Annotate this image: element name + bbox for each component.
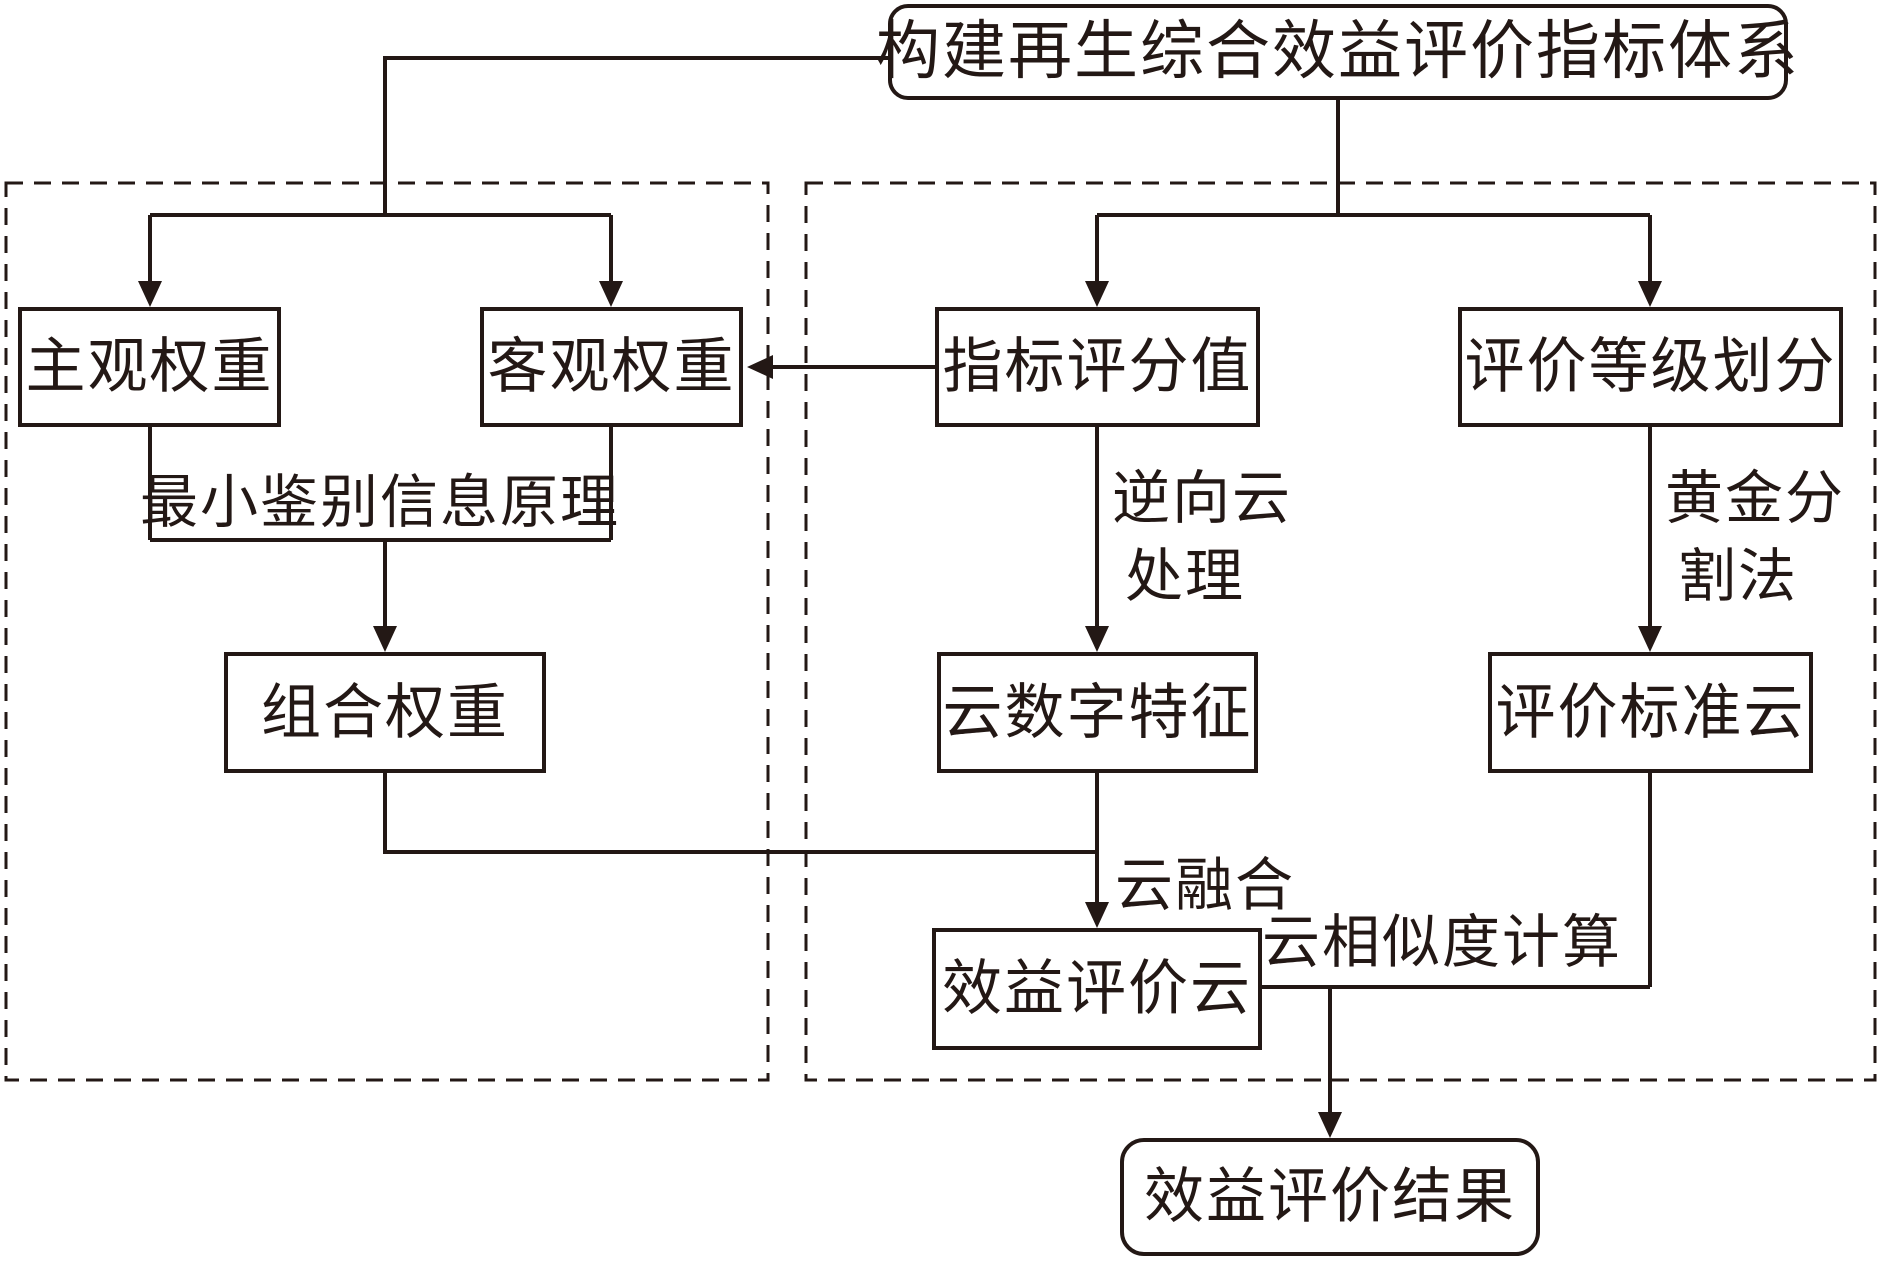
node-indicator-score: 指标评分值 (935, 307, 1260, 427)
arrow-into-score (1085, 281, 1109, 307)
label-backward-cloud-line1: 逆向云 (1112, 466, 1293, 531)
arrow-into-objective-side (747, 355, 773, 379)
arrow-into-result (1318, 1112, 1342, 1138)
node-evaluation-standard-cloud: 评价标准云 (1488, 652, 1813, 773)
arrow-into-benefitcloud (1085, 902, 1109, 928)
label-cloud-similarity: 云相似度计算 (1262, 910, 1623, 975)
node-objective-weight: 客观权重 (480, 307, 743, 427)
label-golden-section-line1: 黄金分 (1665, 466, 1846, 531)
node-combined-weight: 组合权重 (224, 652, 546, 773)
arrow-into-combined (373, 626, 397, 652)
arrowheads (138, 281, 1662, 1138)
edge-combined-to-fusion (383, 773, 1097, 854)
node-benefit-evaluation-cloud: 效益评价云 (932, 928, 1262, 1050)
edge-title-to-left-split (383, 56, 888, 215)
node-cloud-numeric-features: 云数字特征 (937, 652, 1258, 773)
arrow-into-subjective (138, 281, 162, 307)
node-subjective-weight: 主观权重 (18, 307, 281, 427)
node-benefit-evaluation-result: 效益评价结果 (1120, 1138, 1540, 1256)
arrow-into-objective (599, 281, 623, 307)
label-golden-section-line2: 割法 (1678, 544, 1799, 609)
label-min-discrimination-info: 最小鉴别信息原理 (139, 470, 620, 535)
right-dashed-panel (804, 181, 1877, 1082)
label-backward-cloud-line2: 处理 (1125, 544, 1246, 609)
arrow-into-grade (1638, 281, 1662, 307)
arrow-into-standardcloud (1638, 626, 1662, 652)
node-title: 构建再生综合效益评价指标体系 (876, 4, 1798, 100)
arrow-into-cloudfeatures (1085, 626, 1109, 652)
node-grade-division: 评价等级划分 (1458, 307, 1843, 427)
label-cloud-fusion: 云融合 (1115, 853, 1296, 918)
